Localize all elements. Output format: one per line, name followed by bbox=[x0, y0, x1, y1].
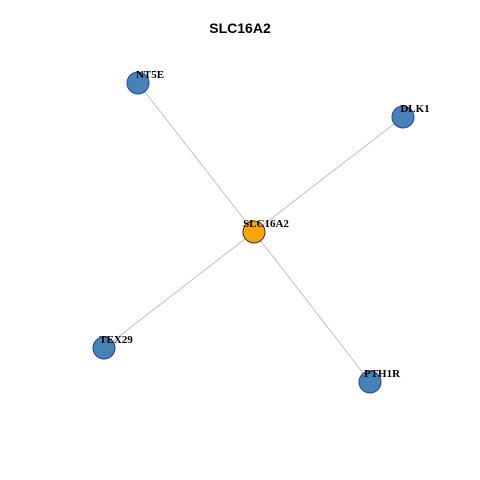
edges-layer bbox=[103, 82, 404, 383]
edge-slc16a2-tex29 bbox=[103, 231, 255, 349]
node-label-nt5e: NT5E bbox=[136, 69, 164, 81]
node-label-pth1r: PTH1R bbox=[364, 368, 401, 380]
node-circle-tex29 bbox=[92, 336, 116, 360]
node-label-slc16a2: SLC16A2 bbox=[243, 218, 289, 230]
edge-slc16a2-dlk1 bbox=[253, 116, 404, 233]
diagram-title: SLC16A2 bbox=[209, 20, 271, 36]
node-circle-pth1r bbox=[358, 370, 382, 394]
edge-slc16a2-nt5e bbox=[137, 82, 255, 233]
node-circle-dlk1 bbox=[391, 105, 415, 129]
edge-slc16a2-pth1r bbox=[253, 231, 371, 383]
node-circle-slc16a2 bbox=[242, 220, 266, 244]
node-nt5e: NT5E bbox=[126, 69, 164, 95]
node-circle-nt5e bbox=[126, 71, 150, 95]
node-tex29: TEX29 bbox=[92, 334, 133, 360]
node-pth1r: PTH1R bbox=[358, 368, 401, 394]
node-label-tex29: TEX29 bbox=[99, 334, 133, 346]
node-label-dlk1: DLK1 bbox=[400, 103, 429, 115]
node-slc16a2: SLC16A2 bbox=[242, 218, 289, 244]
node-dlk1: DLK1 bbox=[391, 103, 430, 129]
